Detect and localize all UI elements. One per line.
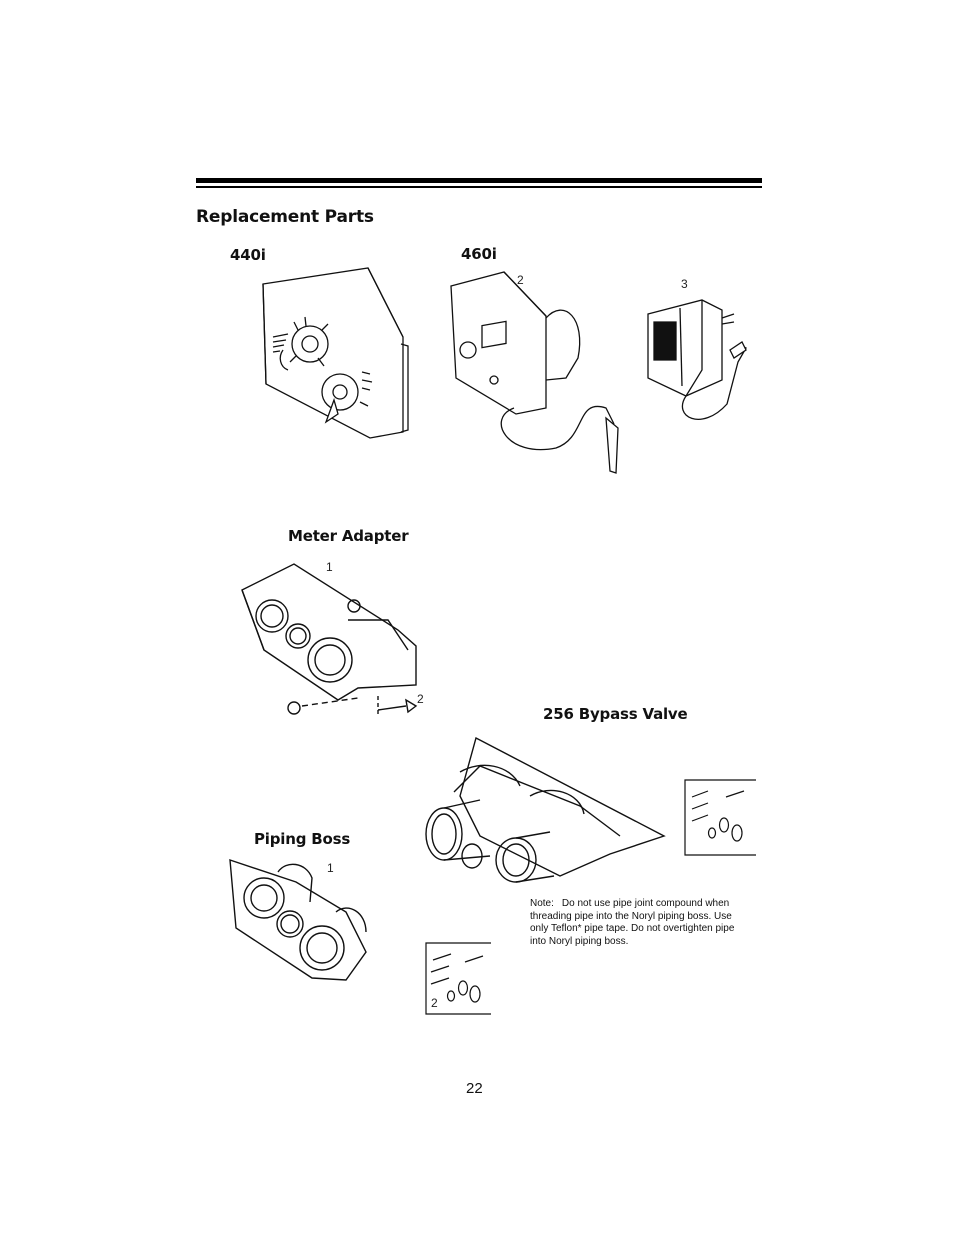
meter-adapter-illustration — [238, 560, 424, 726]
bypass-hardware-kit-illustration — [684, 779, 756, 857]
note-text-block: Note:Do not use pipe joint compound when… — [530, 898, 752, 948]
note-label: Note: — [530, 898, 554, 909]
heading-piping-boss: Piping Boss — [254, 830, 351, 848]
page-number: 22 — [466, 1080, 483, 1097]
header-rule-thick — [196, 178, 762, 183]
callout-meter-adapter-1: 1 — [326, 560, 333, 574]
page-title: Replacement Parts — [196, 207, 374, 227]
bypass-valve-illustration — [420, 736, 668, 886]
heading-460i: 460i — [461, 245, 497, 263]
note-body: Do not use pipe joint compound when thre… — [530, 898, 735, 947]
callout-piping-boss-2: 2 — [431, 996, 438, 1010]
heading-meter-adapter: Meter Adapter — [288, 527, 409, 545]
piping-boss-illustration — [226, 852, 374, 984]
callout-460i-2: 2 — [517, 273, 524, 287]
heading-256-bypass-valve: 256 Bypass Valve — [543, 705, 688, 723]
callout-460i-3: 3 — [681, 277, 688, 291]
timer-440i-illustration — [258, 262, 413, 442]
header-rule-thin — [196, 186, 762, 188]
piping-boss-hardware-kit-illustration — [425, 942, 493, 1016]
timer-460i-illustration — [446, 268, 626, 480]
power-adapter-illustration — [642, 292, 752, 440]
heading-440i: 440i — [230, 246, 266, 264]
callout-piping-boss-1: 1 — [327, 861, 334, 875]
callout-meter-adapter-2: 2 — [417, 692, 424, 706]
